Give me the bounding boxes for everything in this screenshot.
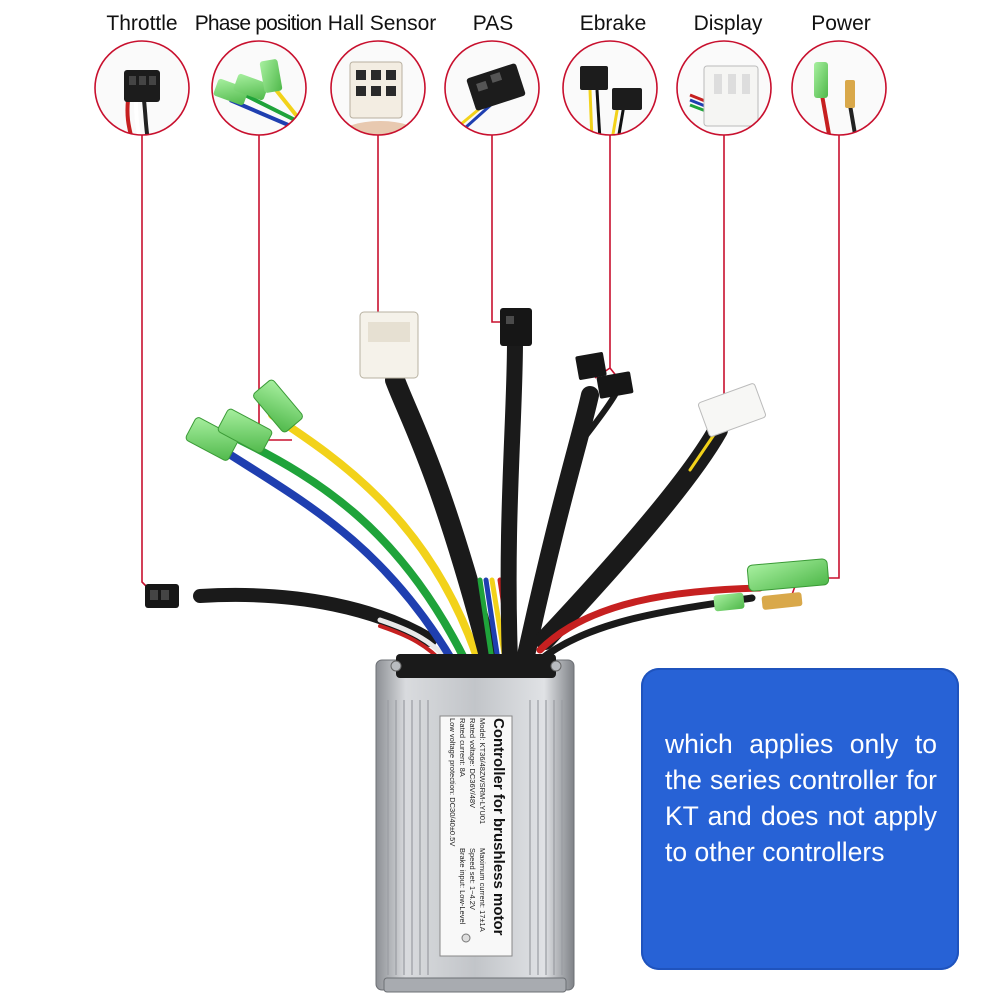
- display-connector: [697, 383, 767, 437]
- plate-line-brake: Brake input: Low-Level: [458, 848, 467, 925]
- plate-line-model: Model: KT36/48ZWSRM-LYU01: [478, 718, 487, 824]
- wire-harness: [193, 332, 764, 670]
- plate-line-voltage: Rated voltage: DC36V/48V: [468, 718, 477, 808]
- plate-line-lowvolt: Low voltage protection: DC30/40±0.5V: [448, 718, 457, 846]
- display-label: Display: [693, 12, 763, 35]
- hall-sensor-callout: [330, 40, 426, 136]
- leader-lines: [141, 135, 840, 601]
- ebrake-callout: [562, 40, 658, 136]
- power-connectors: [713, 558, 830, 612]
- throttle-connector: [145, 584, 179, 608]
- plate-line-maxcurrent: Maximum current: 17±1A: [478, 848, 487, 932]
- hall-sensor-label: Hall Sensor: [327, 12, 437, 35]
- phase-callout: [211, 40, 307, 136]
- power-callout: [791, 40, 887, 136]
- plate-line-speed: Speed set: 1~4.2V: [468, 848, 477, 910]
- pas-callout: [444, 40, 540, 136]
- controller-housing: Controller for brushless motor Model: KT…: [375, 654, 575, 993]
- pas-connector: [500, 308, 532, 346]
- info-note-text: which applies only to the series control…: [665, 729, 937, 867]
- power-label: Power: [811, 12, 871, 35]
- phase-connectors: [185, 379, 303, 461]
- ebrake-label: Ebrake: [579, 12, 647, 35]
- throttle-callout: [94, 40, 190, 136]
- pas-label: PAS: [472, 12, 514, 35]
- plate-title: Controller for brushless motor: [490, 718, 507, 936]
- info-note: which applies only to the series control…: [641, 668, 959, 970]
- plate-line-current: Rated current: 8A: [458, 718, 467, 777]
- hall-connector: [359, 311, 419, 379]
- throttle-label: Throttle: [106, 12, 178, 35]
- ebrake-connectors: [575, 352, 634, 399]
- display-callout: [676, 40, 772, 136]
- phase-position-label: Phase position: [194, 12, 322, 35]
